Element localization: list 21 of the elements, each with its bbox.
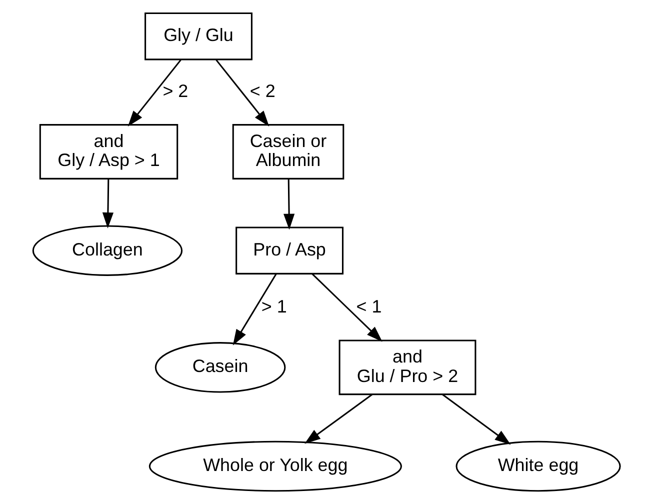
node-ellipse: Collagen [32,225,182,276]
node-ellipse: Whole or Yolk egg [148,440,402,492]
arrow [102,178,114,228]
node-box: and Gly / Asp > 1 [38,124,178,180]
edge-label: > 2 [162,80,188,101]
arrow [215,59,269,126]
arrow [311,273,382,342]
node-box: Pro / Asp [235,226,344,274]
node-ellipse: White egg [455,440,620,492]
edge-label: < 2 [249,80,275,101]
node-ellipse: Casein [154,342,286,393]
arrow [442,394,510,445]
node-box: and Glu / Pro > 2 [338,340,476,396]
arrow [304,394,372,444]
edge-label: > 1 [260,296,286,317]
arrow [127,59,181,126]
arrow [282,178,294,230]
node-box: Casein or Albumin [232,124,344,180]
arrow [232,274,276,346]
edge-label: < 1 [356,296,382,317]
node-box: Gly / Glu [144,12,252,60]
